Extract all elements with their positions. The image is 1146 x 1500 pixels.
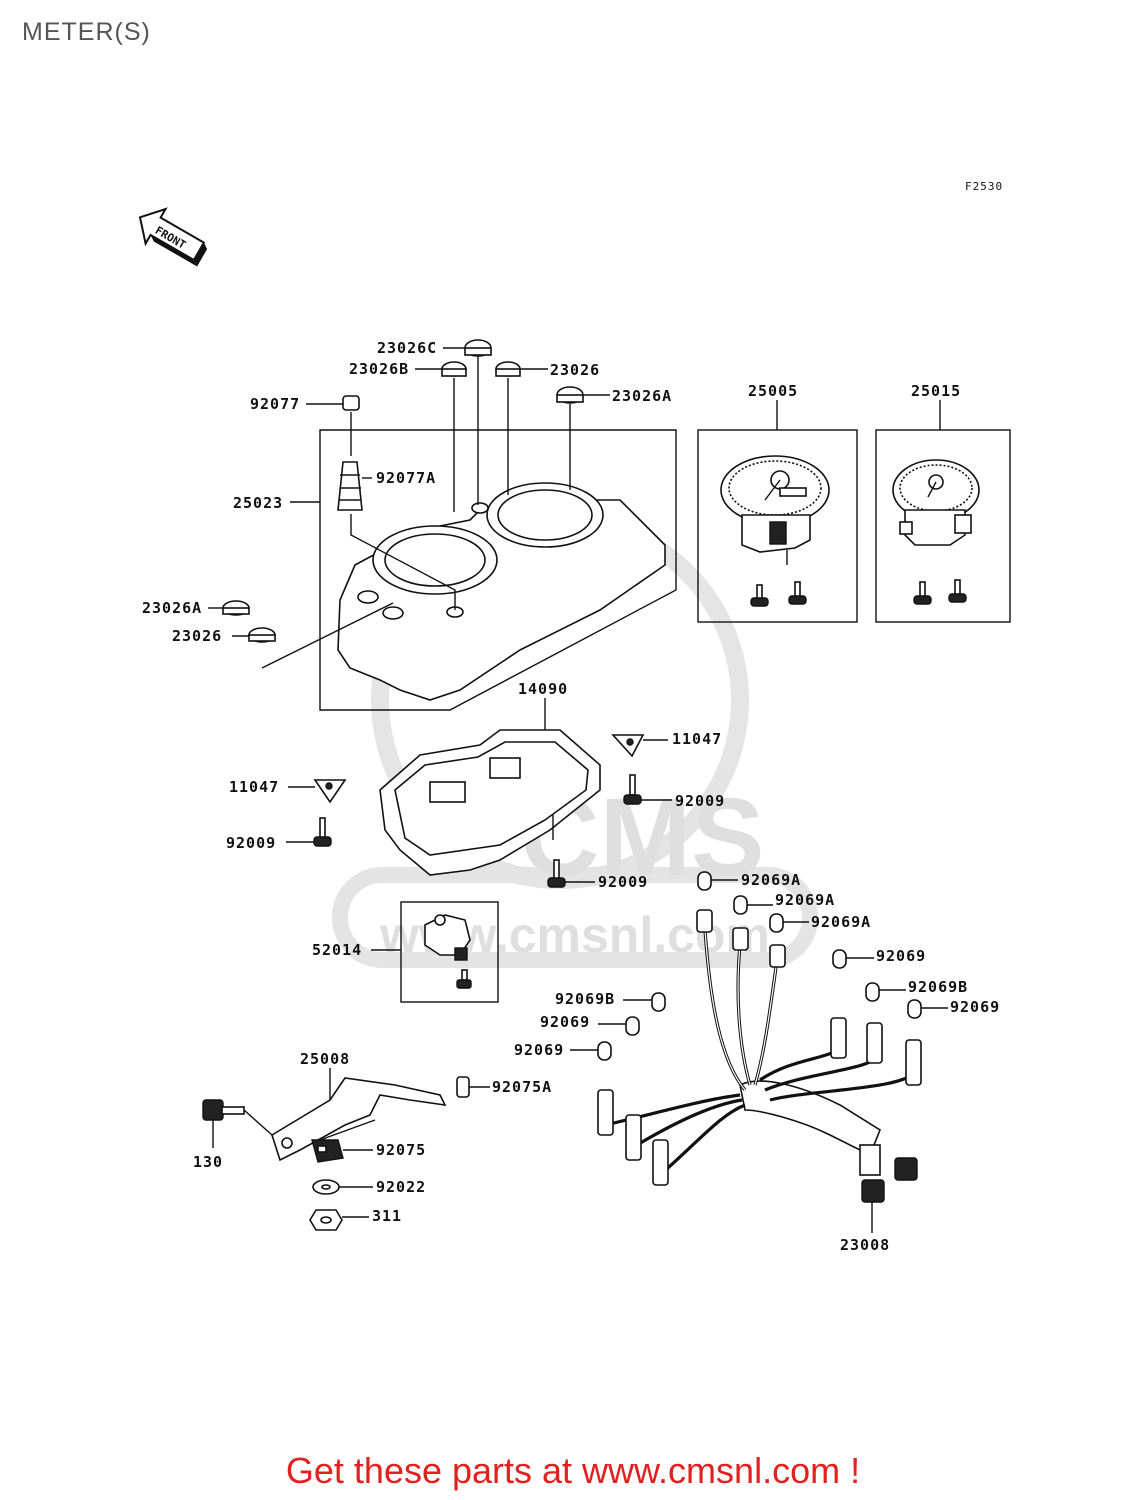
damper-92077A <box>337 461 363 511</box>
part-label: 25008 <box>300 1050 350 1068</box>
bulb-icon <box>697 871 712 891</box>
bulb-icon <box>597 1041 612 1061</box>
grommet-23026A <box>556 386 584 404</box>
speedometer-lens <box>384 533 486 587</box>
part-label: 92069A <box>775 891 835 909</box>
part-label: 14090 <box>518 680 568 698</box>
part-label: 23008 <box>840 1236 890 1254</box>
socket <box>625 1114 642 1161</box>
part-label: 92069 <box>950 998 1000 1016</box>
speedometer-25005 <box>697 400 858 623</box>
bulb-icon <box>907 999 922 1019</box>
part-label: 92009 <box>675 792 725 810</box>
cover-hole <box>357 590 379 604</box>
part-label: 25005 <box>748 382 798 400</box>
part-label: 23026C <box>377 339 437 357</box>
socket <box>652 1139 669 1186</box>
part-label: 92069A <box>811 913 871 931</box>
cap-92077 <box>342 395 360 411</box>
parts-diagram: CMS www.cmsnl.com F2530 FRONT <box>138 180 1011 1254</box>
part-label: 130 <box>193 1153 223 1171</box>
part-label: 92009 <box>226 834 276 852</box>
screw <box>913 581 932 605</box>
part-label: 11047 <box>672 730 722 748</box>
part-label: 25015 <box>911 382 961 400</box>
part-label: 92077 <box>250 395 300 413</box>
page-title: METER(S) <box>22 18 151 46</box>
front-arrow-icon: FRONT <box>138 207 208 267</box>
part-label: 52014 <box>312 941 362 959</box>
part-label: 11047 <box>229 778 279 796</box>
cover-hole <box>471 502 489 514</box>
part-label: 92069A <box>741 871 801 889</box>
bulb-icon <box>651 992 666 1012</box>
grommet-23026C <box>464 339 492 357</box>
part-label: 92069 <box>876 947 926 965</box>
screw <box>750 584 769 607</box>
tachometer-lens <box>497 489 593 541</box>
bulb-icon <box>832 949 847 969</box>
socket <box>905 1039 922 1086</box>
washer-92022 <box>312 1179 340 1195</box>
part-label: 92069B <box>908 978 968 996</box>
bolt-130 <box>202 1099 245 1121</box>
part-label: 23026A <box>142 599 202 617</box>
socket <box>866 1022 883 1064</box>
bracket-11047-left <box>313 779 347 804</box>
socket <box>597 1089 614 1136</box>
connector <box>859 1144 918 1203</box>
socket <box>769 944 786 968</box>
part-label: 92075 <box>376 1141 426 1159</box>
grommet-23026 <box>495 361 521 377</box>
meter-cover-assembly <box>319 429 677 711</box>
screw <box>788 581 807 605</box>
figure-code: F2530 <box>965 180 1003 193</box>
part-label: 25023 <box>233 494 283 512</box>
part-label: 311 <box>372 1207 402 1225</box>
part-label: 23026 <box>172 627 222 645</box>
bulb-icon <box>769 913 784 933</box>
cover-hole <box>382 606 404 620</box>
damper-92075 <box>311 1139 344 1163</box>
sensor-52014 <box>400 901 499 1003</box>
screw-92009-bottom <box>547 859 566 888</box>
part-label: 92022 <box>376 1178 426 1196</box>
socket <box>696 909 713 933</box>
nut-311 <box>309 1209 343 1231</box>
grommet-23026B <box>441 361 467 377</box>
part-label: 92069B <box>555 990 615 1008</box>
socket <box>830 1017 847 1059</box>
collar-92075A <box>456 1076 470 1098</box>
part-label: 92009 <box>598 873 648 891</box>
assembly-bracket <box>319 429 677 711</box>
part-label: 23026B <box>349 360 409 378</box>
grommet-23026-left <box>248 627 276 643</box>
bulb-icon <box>625 1016 640 1036</box>
part-label: 92075A <box>492 1078 552 1096</box>
promo-link[interactable]: Get these parts at www.cmsnl.com ! <box>285 1450 861 1491</box>
bulb-icon <box>733 895 748 915</box>
socket <box>732 927 749 951</box>
bracket-11047-right <box>611 734 645 758</box>
bulb-icon <box>865 982 880 1002</box>
part-label: 23026A <box>612 387 672 405</box>
part-label: 92077A <box>376 469 436 487</box>
grommet-23026A-left <box>222 600 250 616</box>
meter-case-14090 <box>379 698 601 876</box>
wiring-harness-23008 <box>597 909 922 1203</box>
part-label: 92069 <box>514 1041 564 1059</box>
screw-92009-left <box>313 817 332 847</box>
screw <box>948 579 967 603</box>
part-label: 23026 <box>550 361 600 379</box>
part-label: 92069 <box>540 1013 590 1031</box>
tachometer-25015 <box>875 400 1011 623</box>
